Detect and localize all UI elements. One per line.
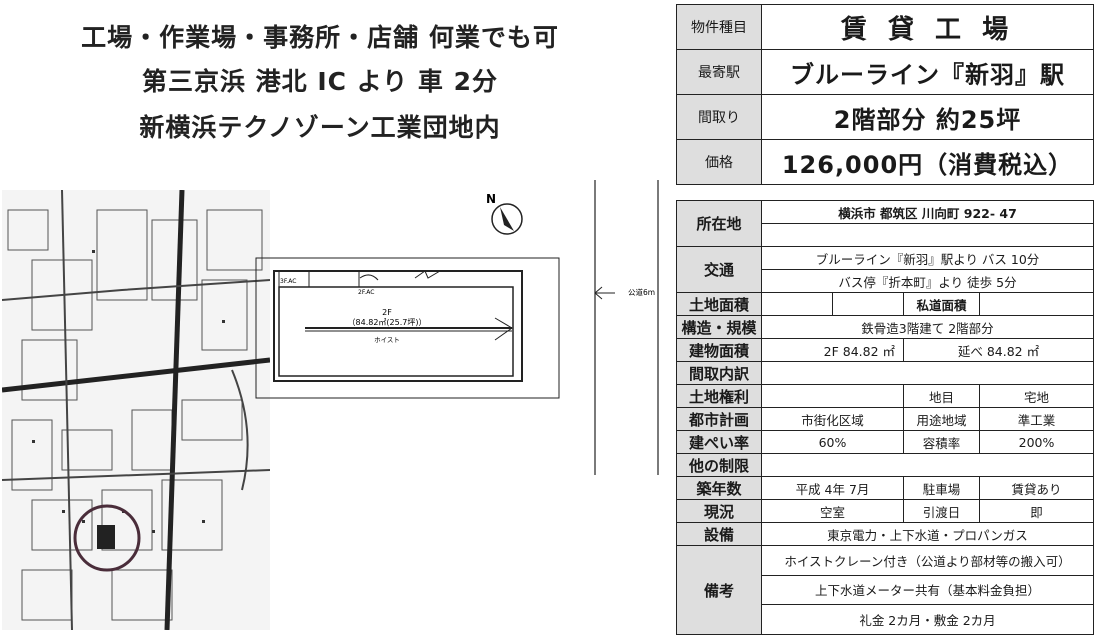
parking-value: 賃貸あり [979,476,1094,500]
layout-detail-label: 間取内訳 [676,361,762,385]
details-table: 所在地 横浜市 都筑区 川向町 922- 47 交通 ブルーライン『新羽』駅より… [676,200,1094,635]
station-label: 最寄駅 [676,49,762,95]
status-label: 現況 [676,499,762,523]
hoist-label: ホイスト [374,336,400,344]
building-area-label: 建物面積 [676,338,762,362]
structure-value: 鉄骨造3階建て 2階部分 [761,315,1094,339]
parking-top-label: 3F.AC [280,278,296,285]
building-area-value: 2F 84.82 ㎡ [761,338,904,362]
far-label: 容積率 [903,430,980,454]
north-arrow-icon: N [486,192,523,235]
private-road-label: 私道面積 [903,292,980,316]
land-category-value: 宅地 [979,384,1094,408]
property-marker [73,504,141,572]
facilities-value: 東京電力・上下水道・プロパンガス [761,522,1094,546]
structure-label: 構造・規模 [676,315,762,339]
price-label: 価格 [676,139,762,185]
facilities-label: 設備 [676,522,762,546]
layout-value: 2階部分 約25坪 [761,94,1094,140]
other-label: 他の制限 [676,453,762,477]
north-label: N [486,192,496,206]
note-1: ホイストクレーン付き（公道より部材等の搬入可） [761,545,1094,576]
transport-line-2: バス停『折本町』より 徒歩 5分 [761,269,1094,293]
zoning-label: 用途地域 [903,407,980,431]
price-value: 126,000円（消費税込） [761,139,1094,185]
land-rights-label: 土地権利 [676,384,762,408]
type-value: 賃 貸 工 場 [761,4,1094,50]
private-road-value [979,292,1094,316]
headline-line-1: 工場・作業場・事務所・店舗 何業でも可 [81,23,559,52]
station-value: ブルーライン『新羽』駅 [761,49,1094,95]
other-value [761,453,1094,477]
land-area-label: 土地面積 [676,292,762,316]
parking-mid-label: 2F.AC [358,289,374,296]
status-value: 空室 [761,499,904,523]
road-label: 公道6m [628,287,655,297]
location-value: 横浜市 都筑区 川向町 922- 47 [761,200,1094,224]
location-label: 所在地 [676,200,762,247]
note-2: 上下水道メーター共有（基本料金負担） [761,574,1094,606]
notes-label: 備考 [676,545,762,635]
land-rights-value [761,384,904,408]
area-map [2,190,270,630]
coverage-label: 建ぺい率 [676,430,762,454]
location-blank [761,223,1094,247]
land-area-extra [832,292,904,316]
parking-label: 駐車場 [903,476,980,500]
headline-line-3: 新横浜テクノゾーン工業団地内 [139,113,501,142]
layout-label: 間取り [676,94,762,140]
land-category-label: 地目 [903,384,980,408]
headline-line-2: 第三京浜 港北 IC より 車 2分 [141,67,499,96]
land-area-value [761,292,833,316]
handover-label: 引渡日 [903,499,980,523]
note-3: 礼金 2カ月・敷金 2カ月 [761,604,1094,635]
city-plan-value: 市街化区域 [761,407,904,431]
city-plan-label: 都市計画 [676,407,762,431]
transport-label: 交通 [676,246,762,293]
coverage-value: 60% [761,430,904,454]
transport-line-1: ブルーライン『新羽』駅より バス 10分 [761,246,1094,270]
floor-plan-drawing: N 公道6m 3F.AC 2F.AC 2F （84.82㎡(25.7坪)） ホイ… [255,180,659,475]
zoning-value: 準工業 [979,407,1094,431]
summary-table: 物件種目 賃 貸 工 場 最寄駅 ブルーライン『新羽』駅 間取り 2階部分 約2… [676,4,1094,185]
built-value: 平成 4年 7月 [761,476,904,500]
total-area-value: 延べ 84.82 ㎡ [903,338,1094,362]
area-label: （84.82㎡(25.7坪)） [348,318,427,327]
layout-detail-value [761,361,1094,385]
type-label: 物件種目 [676,4,762,50]
built-label: 築年数 [676,476,762,500]
handover-value: 即 [979,499,1094,523]
floor-label: 2F [382,308,392,317]
far-value: 200% [979,430,1094,454]
